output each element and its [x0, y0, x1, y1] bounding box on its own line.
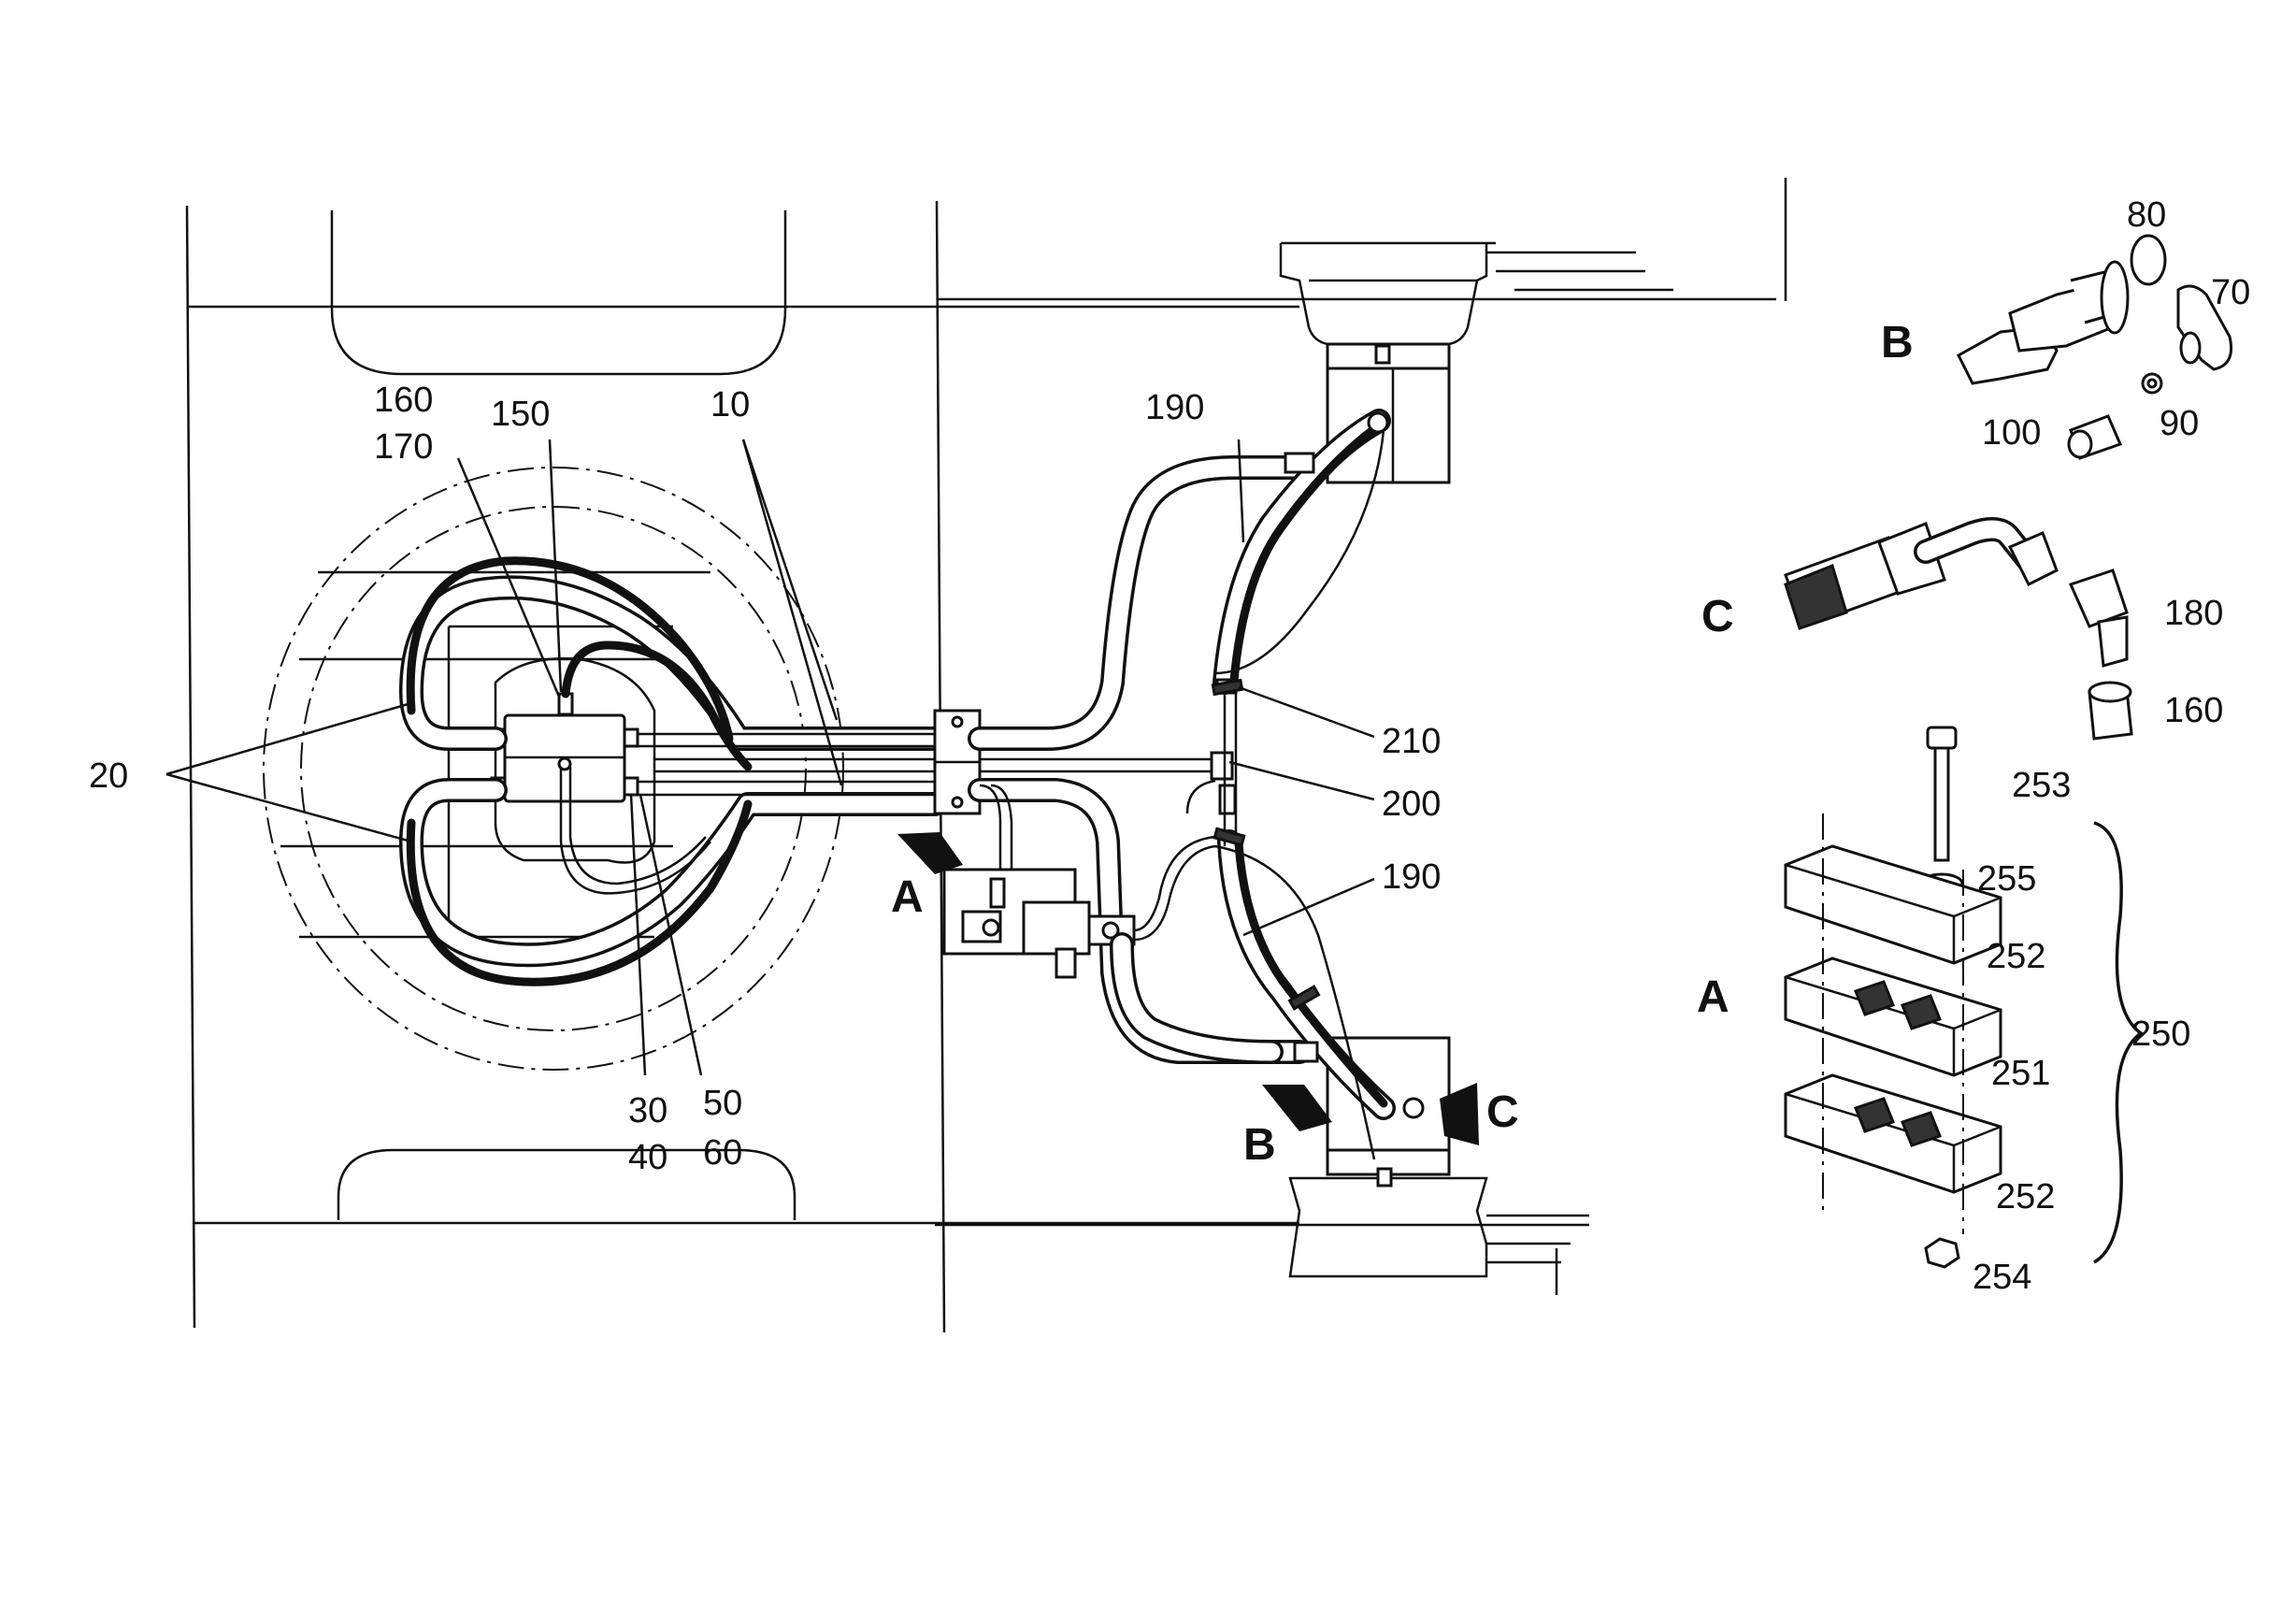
label-180: 180: [2164, 594, 2223, 633]
label-252-bottom: 252: [1996, 1177, 2055, 1216]
view-arrows: [897, 832, 1479, 1145]
label-200: 200: [1382, 784, 1441, 824]
label-90: 90: [2160, 404, 2199, 443]
view-letter-b-main: B: [1243, 1120, 1276, 1170]
view-letter-c-main: C: [1486, 1087, 1519, 1137]
label-70: 70: [2211, 273, 2250, 312]
chassis-frame: [185, 178, 1787, 1333]
label-80: 80: [2127, 195, 2166, 235]
label-251: 251: [1991, 1054, 2050, 1093]
label-253: 253: [2012, 766, 2071, 805]
leader-lines: [165, 439, 1375, 1076]
view-arrow-b: [1262, 1085, 1332, 1131]
label-50: 50: [703, 1084, 742, 1123]
label-150: 150: [491, 395, 550, 434]
hose-190-lower: [1185, 692, 1425, 1160]
label-100: 100: [1982, 413, 2041, 453]
view-letter-a-main: A: [891, 872, 924, 922]
view-letter-b-detail: B: [1881, 318, 1914, 367]
distributor-block: [490, 657, 656, 864]
label-210: 210: [1382, 722, 1441, 761]
rotation-envelope: [263, 467, 844, 1071]
label-60: 60: [703, 1133, 742, 1173]
valve-block: [942, 835, 1284, 1064]
hose-loops: [399, 556, 947, 986]
label-252-top: 252: [1987, 937, 2045, 976]
label-170: 170: [374, 427, 433, 467]
label-160-detail: 160: [2164, 691, 2223, 730]
label-190-lower: 190: [1382, 857, 1441, 897]
label-30: 30: [628, 1091, 667, 1130]
view-arrow-c: [1440, 1083, 1479, 1145]
main-hose-bundle: [638, 732, 944, 797]
view-letters: A B C B C A: [891, 318, 1914, 1170]
view-letter-c-detail: C: [1701, 592, 1734, 641]
hose-190-upper: [1213, 409, 1391, 695]
label-20: 20: [89, 756, 128, 796]
label-10: 10: [710, 385, 750, 425]
label-40: 40: [628, 1138, 667, 1177]
detail-c-elbow: [1784, 517, 2133, 741]
label-160-main: 160: [374, 381, 433, 420]
cable-ties: [1211, 678, 1321, 1011]
callout-labels: 160 170 150 10 20 30 40 50 60 190 210 20…: [89, 195, 2250, 1297]
view-letter-a-detail: A: [1697, 972, 1729, 1022]
view-arrow-a: [897, 832, 963, 874]
label-250: 250: [2131, 1015, 2190, 1054]
label-255: 255: [1977, 859, 2036, 899]
label-190-upper: 190: [1145, 388, 1204, 427]
label-254: 254: [1973, 1258, 2031, 1297]
detail-a-clamp: [1784, 726, 2145, 1269]
detail-b-fitting: [1957, 234, 2233, 460]
